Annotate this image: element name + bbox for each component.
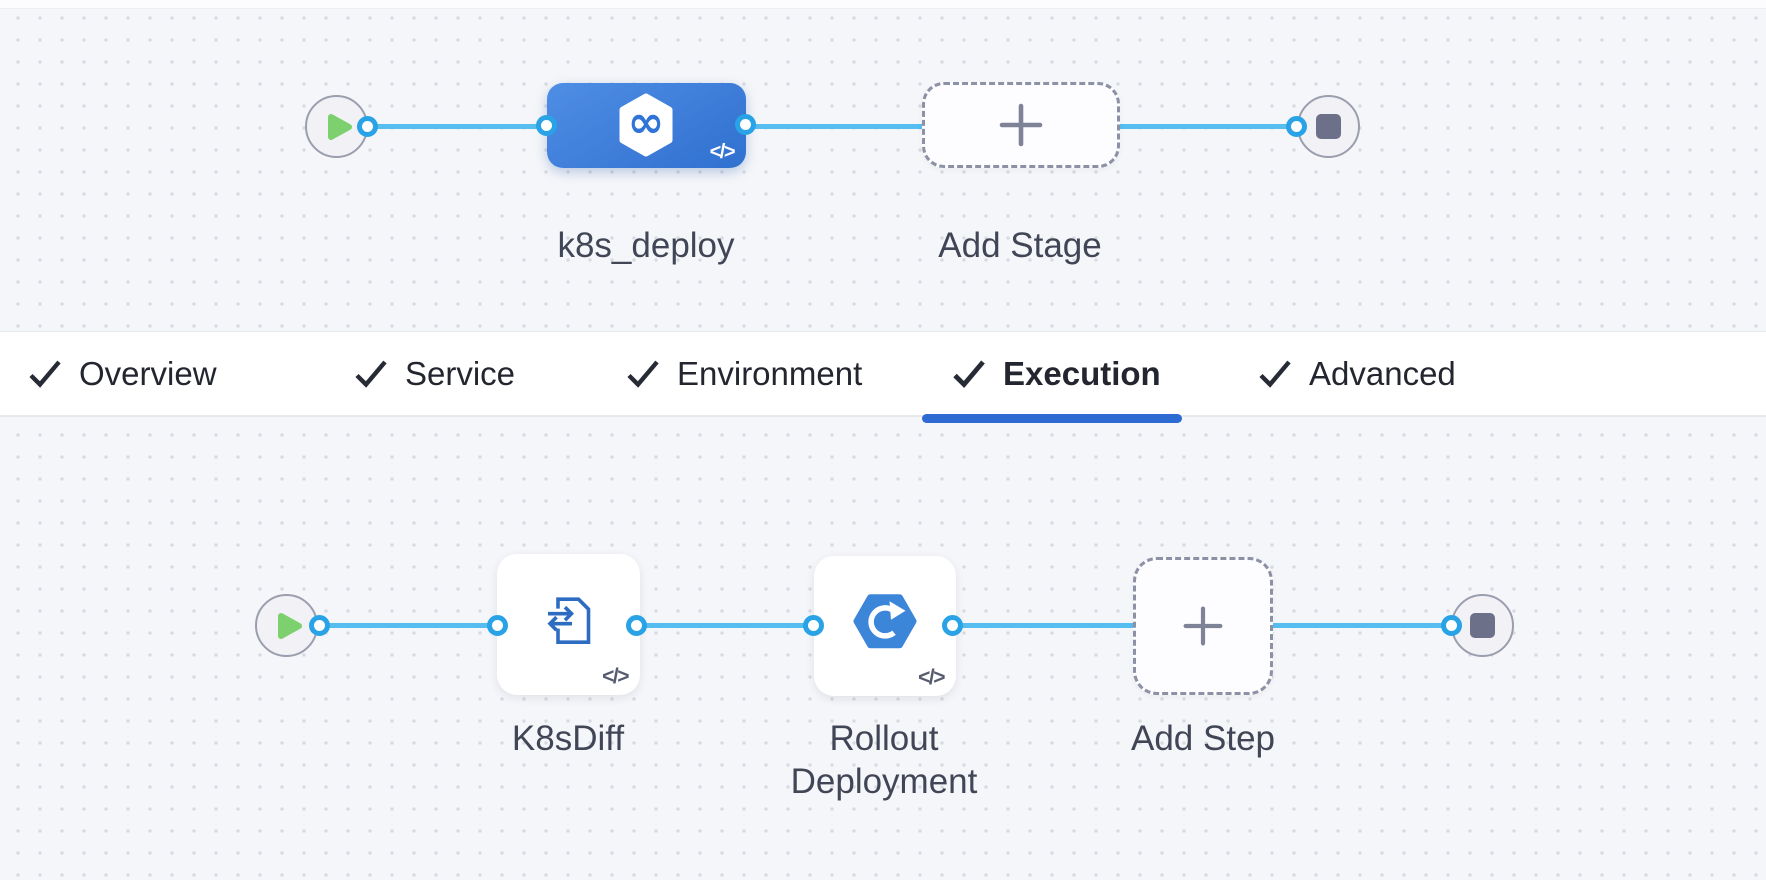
rollout-in-port[interactable] (803, 615, 824, 636)
stop-icon (1470, 613, 1495, 638)
execution-end-in-port[interactable] (1441, 615, 1462, 636)
stage-name-label: k8s_deploy (557, 226, 735, 265)
tab-label: Advanced (1309, 354, 1456, 392)
execution-start-out-port[interactable] (309, 615, 330, 636)
add-stage-button[interactable] (922, 82, 1120, 168)
check-icon (355, 360, 387, 388)
rollout-deployment-icon (853, 594, 917, 649)
play-icon (277, 612, 302, 639)
pipeline-end-node (1297, 95, 1360, 158)
end-in-port[interactable] (1286, 116, 1307, 137)
step-name-label: K8sDiff (511, 719, 625, 758)
check-icon (627, 360, 659, 388)
rollout-out-port[interactable] (942, 615, 963, 636)
stage-out-port[interactable] (735, 114, 756, 135)
code-view-icon[interactable]: </> (918, 666, 945, 689)
canvas-top-edge (0, 0, 1766, 9)
tab-label: Environment (677, 354, 863, 392)
active-tab-indicator (922, 414, 1182, 423)
tab-service[interactable]: Service (354, 332, 515, 415)
stage-config-tabbar: Overview Service Environment Execution A… (0, 331, 1766, 417)
check-icon (953, 359, 985, 388)
stage-flow-line (368, 124, 1297, 129)
tab-label: Overview (79, 354, 217, 392)
code-view-icon[interactable]: </> (602, 665, 629, 688)
tab-execution[interactable]: Execution (952, 332, 1161, 415)
play-icon (327, 113, 352, 140)
tab-label: Execution (1003, 354, 1161, 392)
k8sdiff-out-port[interactable] (626, 615, 647, 636)
step-node-k8sdiff[interactable]: </> (497, 554, 640, 695)
stage-in-port[interactable] (536, 115, 557, 136)
stage-pipeline-canvas (0, 0, 1766, 331)
step-name-label: Rollout Deployment (790, 719, 978, 801)
check-icon (29, 360, 61, 388)
start-out-port[interactable] (357, 116, 378, 137)
code-view-icon[interactable]: </> (709, 141, 736, 163)
plus-icon (999, 103, 1043, 147)
hexagon-shape (619, 93, 673, 157)
stage-node-k8s-deploy[interactable]: ∞ </> (547, 83, 746, 168)
harness-stage-icon: ∞ (617, 93, 675, 157)
add-step-button[interactable] (1133, 557, 1273, 695)
tab-environment[interactable]: Environment (626, 332, 862, 415)
tab-overview[interactable]: Overview (28, 332, 217, 415)
k8sdiff-in-port[interactable] (487, 615, 508, 636)
plus-icon (1183, 606, 1223, 646)
add-stage-label: Add Stage (938, 226, 1102, 265)
stop-icon (1316, 114, 1341, 139)
step-node-rollout-deployment[interactable]: </> (814, 556, 956, 696)
tab-advanced[interactable]: Advanced (1258, 332, 1456, 415)
infinity-glyph: ∞ (627, 97, 665, 148)
tab-label: Service (405, 354, 516, 392)
add-step-label: Add Step (1131, 719, 1275, 758)
file-diff-icon (545, 596, 590, 644)
check-icon (1259, 360, 1291, 388)
